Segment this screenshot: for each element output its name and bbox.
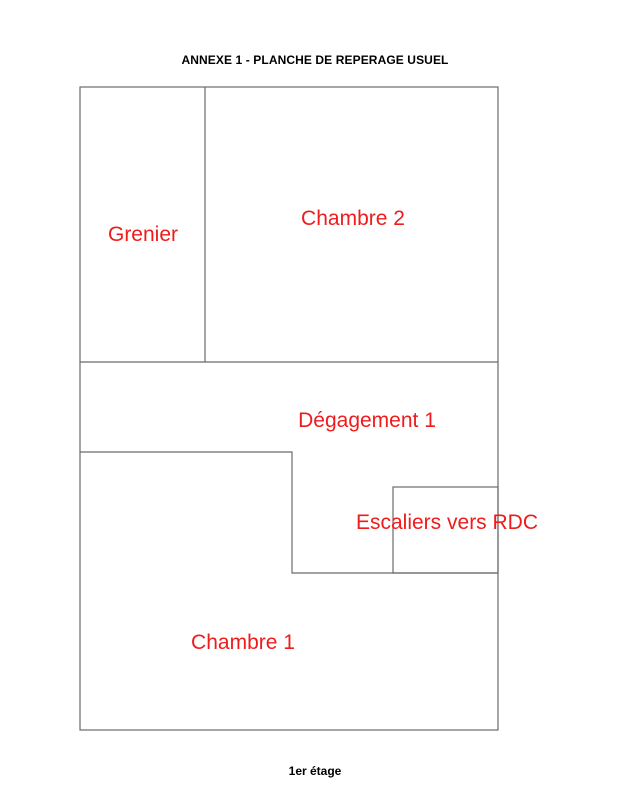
room-label-degagement-1: Dégagement 1	[298, 409, 436, 432]
room-label-chambre-2: Chambre 2	[301, 207, 405, 230]
outer-wall	[79, 86, 499, 731]
room-label-chambre-1: Chambre 1	[191, 631, 295, 654]
stair-box	[392, 486, 499, 574]
floor-caption: 1er étage	[288, 764, 342, 778]
room-label-grenier: Grenier	[108, 223, 178, 246]
page-title: ANNEXE 1 - PLANCHE DE REPERAGE USUEL	[181, 53, 449, 67]
room-label-escaliers: Escaliers vers RDC	[356, 511, 538, 534]
